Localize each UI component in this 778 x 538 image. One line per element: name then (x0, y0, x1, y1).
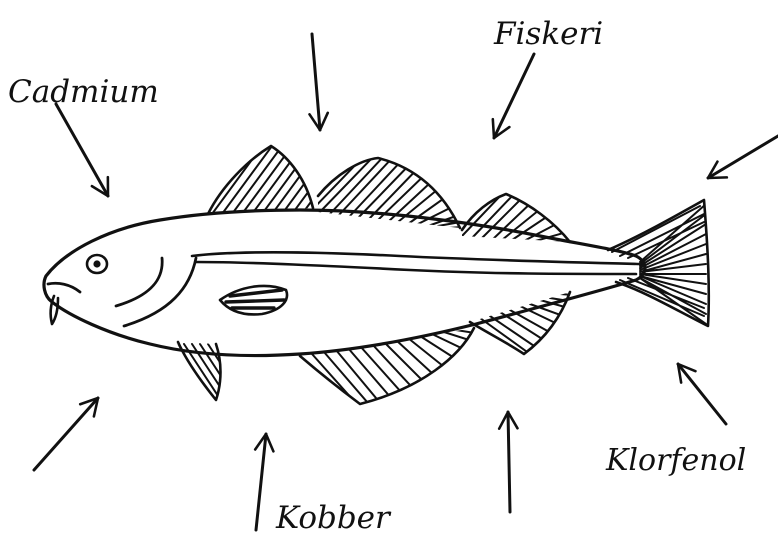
fish-mouth (48, 283, 80, 292)
label-kobber: Kobber (275, 500, 392, 536)
fish-drawing (44, 146, 709, 410)
anal-fin-2 (470, 292, 610, 358)
pectoral-fin (220, 286, 287, 315)
arrow-icon (256, 434, 266, 530)
dorsal-fin-3 (462, 192, 594, 244)
fish-barbel (51, 296, 58, 324)
arrow-icon (312, 34, 320, 130)
fish-eye (87, 255, 107, 273)
arrow-icon (494, 54, 534, 138)
dorsal-fin-1 (202, 146, 352, 214)
label-fiskeri: Fiskeri (493, 16, 603, 52)
arrow-icon (678, 364, 726, 424)
arrow-icon (34, 398, 98, 470)
gill-line (116, 258, 162, 306)
label-klorfenol: Klorfenol (605, 443, 746, 478)
arrow-icon (508, 412, 510, 512)
label-cadmium: Cadmium (8, 74, 159, 110)
lateral-line-lower (196, 262, 636, 274)
gill-line-lower (124, 258, 196, 326)
fish-body (44, 210, 645, 356)
arrow-icon (56, 104, 108, 196)
arrow-icon (708, 136, 778, 178)
